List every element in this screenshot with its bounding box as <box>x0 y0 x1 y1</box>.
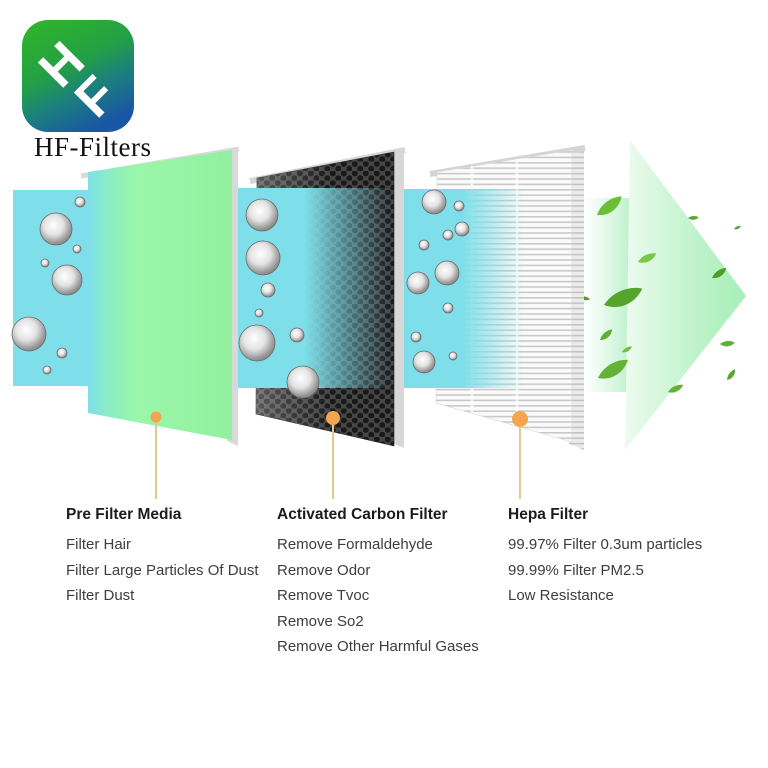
panel-face <box>88 150 232 440</box>
clean-air-arrow <box>584 140 746 450</box>
air-stream-3 <box>400 189 525 388</box>
hepa-filter-label-group: Hepa Filter 99.97% Filter 0.3um particle… <box>508 506 702 609</box>
bubble <box>74 196 86 208</box>
bubble <box>410 331 422 343</box>
stage-item: Remove Other Harmful Gases <box>277 638 479 655</box>
bubble <box>442 229 454 241</box>
brand-name: HF-Filters <box>34 132 152 162</box>
callout-dot-pre-filter <box>150 411 162 423</box>
bubble <box>245 240 281 276</box>
bubble <box>254 308 264 318</box>
air-stream-1 <box>11 190 92 386</box>
stage-item: 99.99% Filter PM2.5 <box>508 561 644 579</box>
panel-side-edge <box>569 148 584 450</box>
bubble <box>406 271 430 295</box>
bubble <box>442 302 454 314</box>
stage-item: Low Resistance <box>508 587 614 604</box>
carbon-filter-label-group: Activated Carbon Filter Remove Formaldeh… <box>277 506 479 660</box>
bubble <box>448 351 458 361</box>
logo-badge: H F <box>22 20 134 132</box>
bubble <box>434 260 460 286</box>
stage-item: 99.97% Filter 0.3um particles <box>508 536 703 553</box>
stage-title: Pre Filter Media <box>66 506 182 523</box>
stage-title: Hepa Filter <box>508 506 589 523</box>
leaf-icon <box>719 339 735 348</box>
bubble <box>245 198 279 232</box>
pre-filter-label-group: Pre Filter Media Filter Hair Filter Larg… <box>66 506 259 609</box>
bubble <box>238 324 276 362</box>
callout-dot-carbon-filter <box>326 411 340 425</box>
bubble <box>11 316 47 352</box>
air-stream-2 <box>236 188 398 399</box>
bubble <box>412 350 436 374</box>
bubble <box>454 221 470 237</box>
bubble <box>421 189 447 215</box>
stage-item: Remove Odor <box>277 561 371 579</box>
stage-item: Remove Formaldehyde <box>277 536 433 553</box>
callouts <box>150 411 528 499</box>
bubble <box>42 365 52 375</box>
bubble <box>39 212 73 246</box>
bubble <box>286 365 320 399</box>
bubble <box>72 244 82 254</box>
bubble <box>418 239 430 251</box>
stage-item: Remove So2 <box>277 612 364 630</box>
bubble <box>51 264 83 296</box>
stage-title: Activated Carbon Filter <box>277 506 448 523</box>
stage-item: Filter Dust <box>66 587 135 604</box>
leaf-icon <box>724 368 738 381</box>
bubble <box>40 258 50 268</box>
bubble <box>56 347 68 359</box>
callout-dot-hepa-filter <box>512 411 528 427</box>
bubble <box>453 200 465 212</box>
bubble <box>260 282 276 298</box>
stage-item: Filter Hair <box>66 536 132 553</box>
stage-item: Remove Tvoc <box>277 587 370 604</box>
hf-logo-icon: H F <box>22 20 134 132</box>
leaf-icon <box>733 225 742 230</box>
pre-filter-panel <box>80 146 240 446</box>
bubble <box>289 327 305 343</box>
stage-item: Filter Large Particles Of Dust <box>66 561 259 579</box>
